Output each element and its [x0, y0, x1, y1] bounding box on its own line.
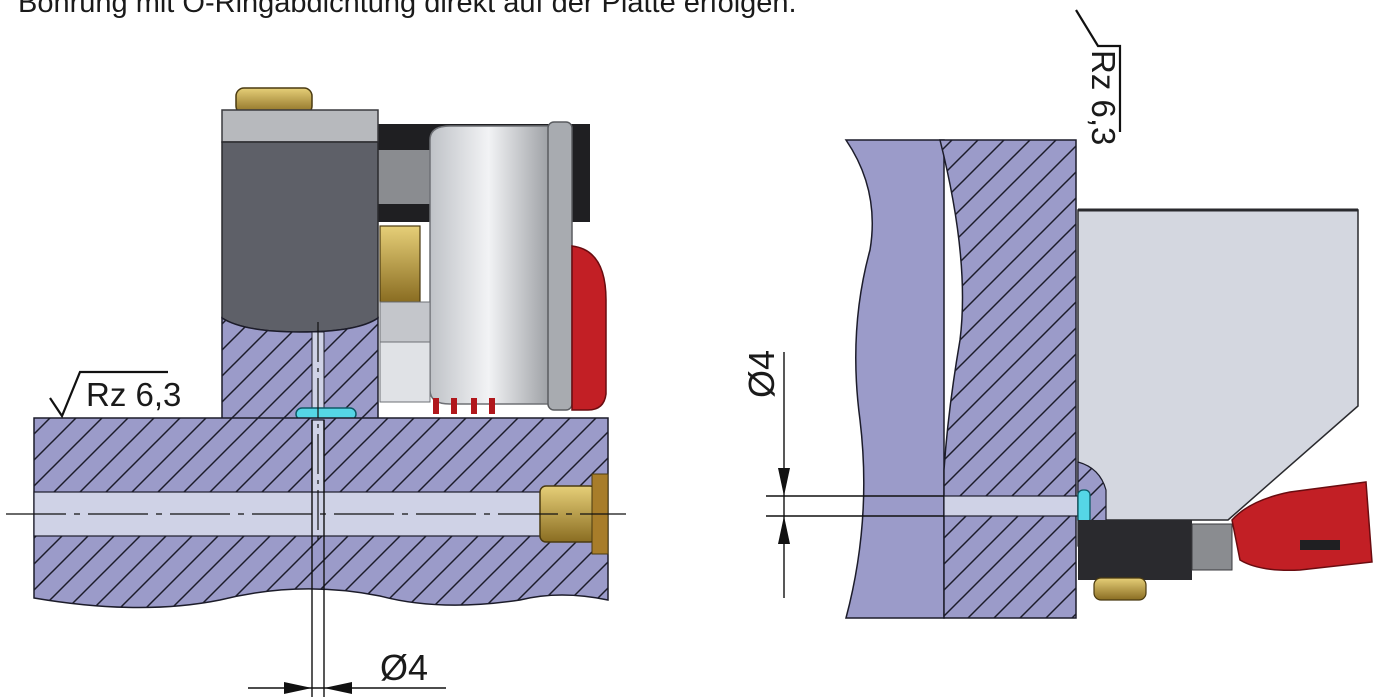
surface-finish-symbol [49, 370, 168, 419]
caption-text: Bohrung mit O-Ringabdichtung direkt auf … [18, 0, 797, 19]
left-view: Rz 6,3 Ø4 [6, 87, 626, 697]
dimension-arrow-left [284, 682, 312, 694]
diameter-label: Ø4 [380, 647, 428, 688]
valve-housing [221, 109, 379, 143]
surface-finish-symbol-right [1075, 9, 1122, 132]
dimension-arrow-right [324, 682, 352, 694]
surface-finish-label-right: Rz 6,3 [1085, 50, 1122, 145]
red-fitting [571, 245, 607, 411]
housing-section [221, 316, 379, 421]
o-ring-right [1077, 489, 1091, 525]
valve-housing-right [1077, 209, 1359, 521]
solenoid-coil [429, 125, 561, 405]
right-view: Rz 6,3 Ø4 [741, 9, 1373, 619]
dimension-arrow-top [778, 468, 790, 496]
lower-block [1078, 520, 1192, 580]
dimension-arrow-bottom [778, 516, 790, 544]
plate-section-right [939, 139, 1077, 619]
brass-hex-nut [379, 225, 421, 303]
surface-finish-label: Rz 6,3 [86, 376, 181, 413]
diameter-label-right: Ø4 [741, 350, 782, 398]
brass-screw-right [1093, 577, 1147, 601]
horizontal-bore-right [943, 495, 1081, 517]
plate-solid [844, 139, 945, 619]
